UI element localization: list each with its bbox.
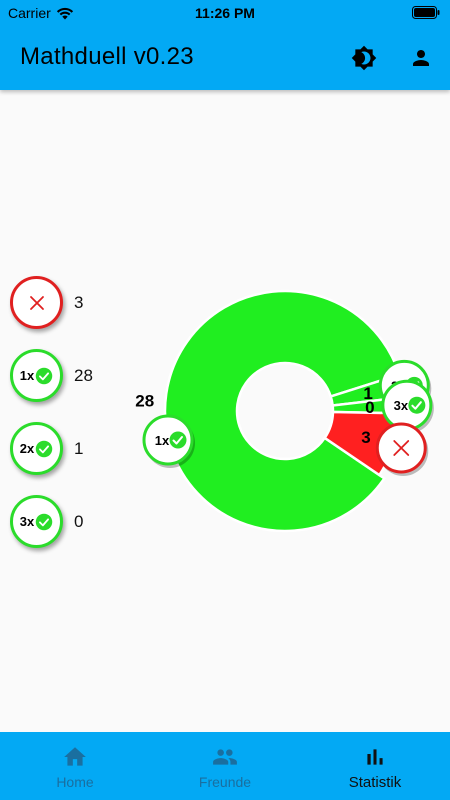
donut-slice-1x bbox=[163, 289, 401, 533]
nav-item-home[interactable]: Home bbox=[0, 732, 150, 800]
wifi-icon bbox=[56, 7, 73, 19]
nav-label: Home bbox=[56, 774, 94, 790]
badge-label: 1x bbox=[19, 368, 35, 383]
legend-count: 3 bbox=[74, 292, 84, 312]
badge-label: 2x bbox=[391, 378, 406, 393]
account-button[interactable] bbox=[407, 44, 435, 72]
person-icon bbox=[413, 50, 429, 66]
check-circle-icon bbox=[169, 431, 187, 449]
slice-badge-wrong bbox=[375, 422, 429, 477]
donut-slice-wrong bbox=[322, 410, 401, 477]
carrier-status: Carrier bbox=[8, 5, 74, 21]
people-icon bbox=[213, 749, 237, 765]
correct-badge: 2x bbox=[10, 422, 63, 475]
app-bar: Carrier 11:26 PM Mathduell v0.23 bbox=[0, 0, 450, 90]
home-icon bbox=[64, 747, 86, 766]
slice-badge-1x: 1x bbox=[142, 414, 195, 468]
legend-item-3x: 3x 0 bbox=[10, 495, 83, 548]
check-circle-icon bbox=[408, 396, 426, 414]
correct-badge: 1x bbox=[10, 349, 63, 402]
slice-badge-2x: 2x bbox=[378, 359, 432, 414]
nav-label: Freunde bbox=[198, 774, 252, 790]
legend-item-1x: 1x 28 bbox=[10, 349, 93, 402]
nav-label: Statistik bbox=[348, 774, 402, 791]
badge-label: 2x bbox=[19, 441, 35, 456]
nav-item-freunde[interactable]: Freunde bbox=[150, 732, 300, 800]
legend-count: 1 bbox=[74, 438, 84, 458]
wrong-badge bbox=[10, 276, 63, 329]
slice-value-label: 1 bbox=[363, 384, 372, 403]
check-circle-icon bbox=[35, 440, 53, 457]
slice-value-label: 3 bbox=[361, 428, 370, 447]
check-circle-icon bbox=[405, 376, 423, 394]
status-time: 11:26 PM bbox=[195, 5, 255, 21]
slice-value-label: 28 bbox=[135, 391, 154, 410]
badge-label: 3x bbox=[19, 514, 35, 529]
nav-item-statistik[interactable]: Statistik bbox=[300, 732, 450, 800]
legend-item-wrong: 3 bbox=[10, 276, 83, 329]
app-title: Mathduell v0.23 bbox=[20, 43, 194, 70]
battery-icon bbox=[412, 6, 440, 22]
slice-badge-3x: 3x bbox=[381, 379, 434, 434]
brightness-icon bbox=[351, 45, 377, 71]
theme-toggle-button[interactable] bbox=[350, 44, 378, 72]
legend-count: 28 bbox=[74, 365, 93, 385]
bar-chart-icon bbox=[367, 749, 383, 765]
bottom-navigation: Home Freunde Statistik bbox=[0, 732, 450, 800]
donut-slice-3x bbox=[331, 395, 407, 415]
check-circle-icon bbox=[35, 367, 53, 384]
slice-value-label: 0 bbox=[365, 398, 374, 417]
donut-slice-2x bbox=[329, 373, 406, 407]
correct-badge: 3x bbox=[10, 495, 63, 548]
badge-label: 1x bbox=[155, 433, 170, 448]
legend-item-2x: 2x 1 bbox=[10, 422, 83, 475]
close-icon bbox=[29, 295, 44, 310]
check-circle-icon bbox=[35, 513, 53, 530]
legend-count: 0 bbox=[74, 511, 84, 531]
badge-label: 3x bbox=[394, 398, 409, 413]
close-icon bbox=[393, 440, 410, 456]
carrier-label: Carrier bbox=[8, 5, 51, 21]
status-bar: Carrier 11:26 PM bbox=[0, 0, 450, 26]
